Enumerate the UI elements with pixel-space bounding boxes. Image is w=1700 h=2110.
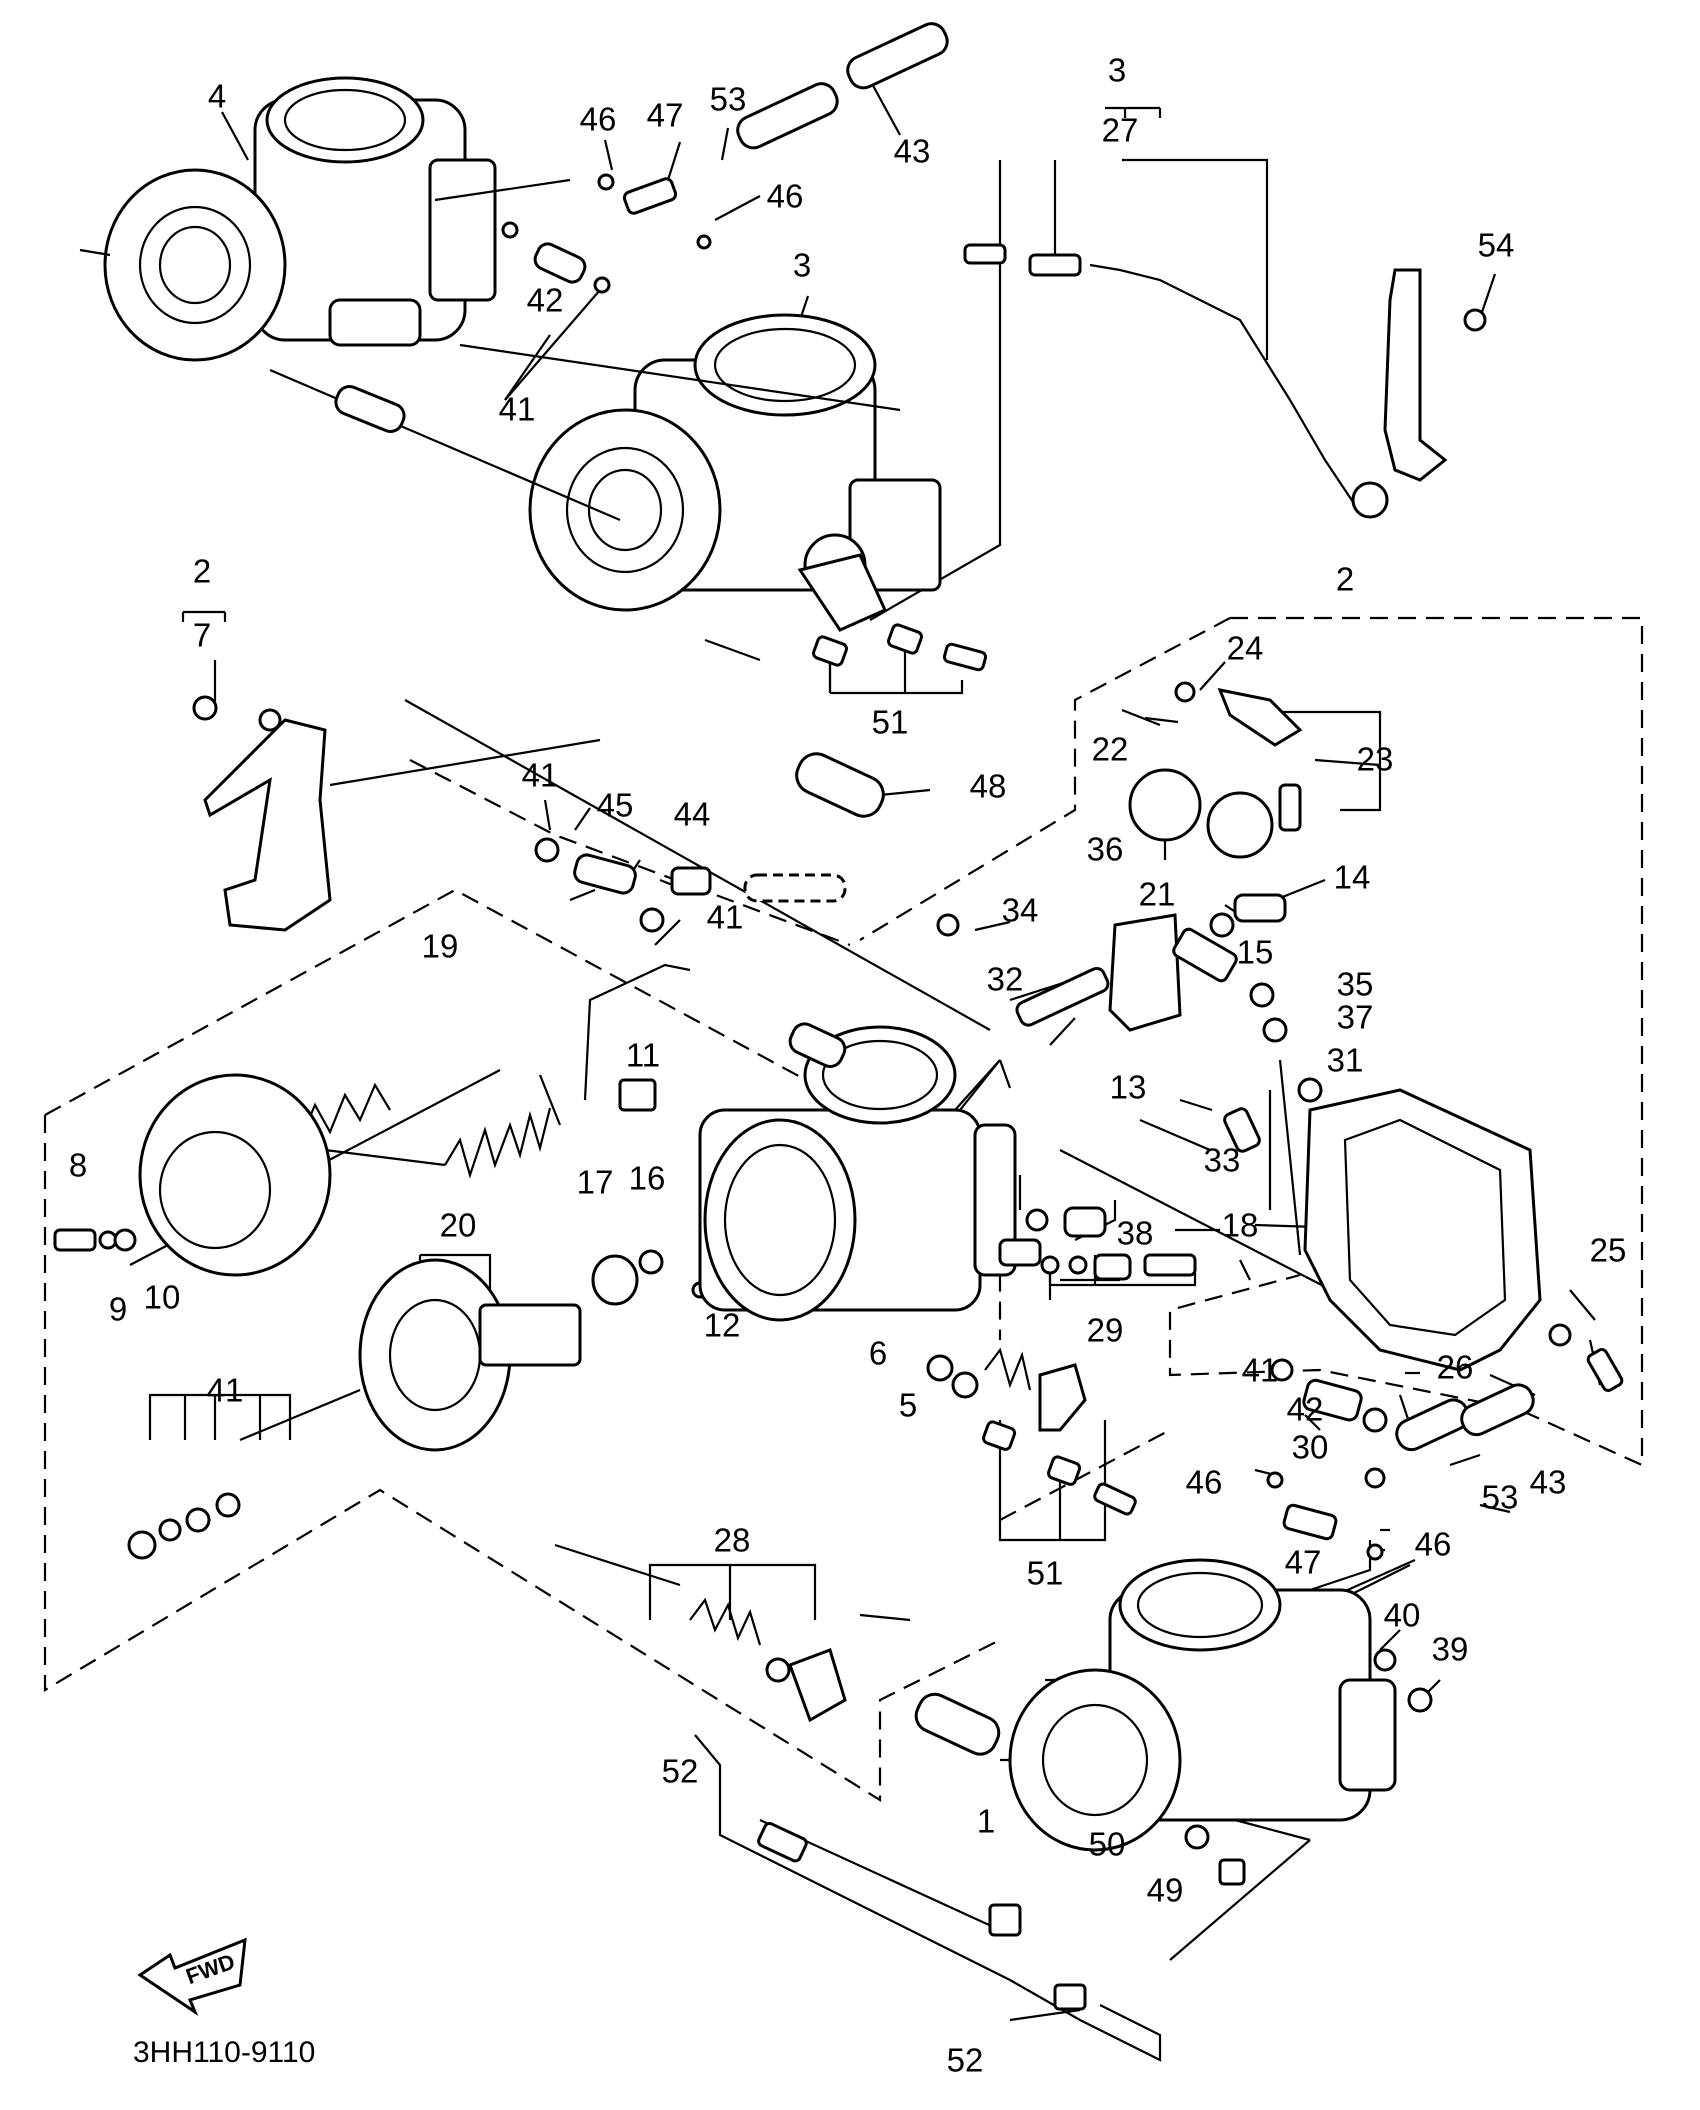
callout-3: 53 [710,81,747,118]
parts [53,22,1624,2062]
callout-0: 4 [208,78,226,115]
callout-46: 29 [1087,1312,1124,1349]
callout-47: 25 [1590,1232,1627,1269]
callout-48: 6 [869,1335,887,1372]
callout-21: 45 [597,787,634,824]
callout-26: 36 [1087,831,1124,868]
callout-5: 3 [1108,52,1126,89]
callout-4: 43 [894,133,931,170]
callout-35: 11 [626,1037,660,1074]
callout-65: 1 [977,1803,995,1840]
callout-27: 15 [1237,934,1274,971]
callout-25: 14 [1334,859,1371,896]
callout-23: 41 [707,899,744,936]
callout-64: 52 [662,1753,699,1790]
callout-44: 10 [144,1279,181,1316]
callout-8: 54 [1478,227,1515,264]
callout-20: 41 [522,757,559,794]
callout-32: 37 [1337,999,1374,1036]
callout-66: 50 [1089,1826,1126,1863]
callout-28: 34 [1002,892,1039,929]
callout-29: 19 [422,928,459,965]
callout-42: 20 [440,1207,477,1244]
callout-10: 42 [527,282,564,319]
callout-15: 24 [1227,630,1264,667]
callout-1: 46 [580,101,617,138]
callout-31: 35 [1337,966,1374,1003]
callout-67: 49 [1147,1872,1184,1909]
callout-62: 40 [1384,1597,1421,1634]
callout-51: 41 [1242,1352,1279,1389]
callout-56: 46 [1186,1464,1223,1501]
callout-16: 22 [1092,731,1129,768]
callout-55: 43 [1530,1464,1567,1501]
callout-54: 41 [207,1372,244,1409]
callout-30: 32 [987,961,1024,998]
callout-12: 2 [193,553,211,590]
callout-34: 13 [1110,1069,1147,1106]
callout-37: 8 [69,1147,87,1184]
carburetor-top-middle [528,313,942,612]
callout-52: 42 [1287,1391,1324,1428]
callout-2: 47 [647,97,684,134]
callout-14: 2 [1336,561,1354,598]
callout-17: 23 [1357,741,1394,778]
callout-63: 39 [1432,1631,1469,1668]
callout-38: 17 [577,1164,614,1201]
callout-9: 3 [793,247,811,284]
callout-58: 28 [714,1522,751,1559]
callout-61: 46 [1415,1526,1452,1563]
callout-7: 46 [767,178,804,215]
carburetor-bottom [1008,1558,1397,1852]
callout-41: 18 [1222,1207,1259,1244]
callout-43: 9 [109,1291,127,1328]
callout-45: 12 [704,1307,741,1344]
callout-59: 51 [1027,1555,1064,1592]
callout-49: 5 [899,1387,917,1424]
carburetor-center [698,1025,1042,1322]
callout-18: 51 [872,704,909,741]
fwd-arrow-icon [137,1937,247,2017]
callout-11: 41 [499,391,536,428]
callout-24: 21 [1139,876,1176,913]
callout-22: 44 [674,796,711,833]
callout-19: 48 [970,768,1007,805]
diagram-code: 3HH110-9110 [133,2036,315,2069]
callout-36: 33 [1204,1142,1241,1179]
callout-33: 31 [1327,1042,1364,1079]
callout-6: 27 [1102,112,1139,149]
leader-lines [129,79,1602,2022]
callout-50: 26 [1437,1349,1474,1386]
carburetor-top-left [103,76,497,362]
callout-39: 16 [629,1160,666,1197]
callout-13: 7 [193,617,211,654]
callout-60: 47 [1285,1544,1322,1581]
callout-40: 38 [1117,1215,1154,1252]
callout-57: 53 [1482,1479,1519,1516]
callout-68: 52 [947,2042,984,2079]
callout-53: 30 [1292,1429,1329,1466]
